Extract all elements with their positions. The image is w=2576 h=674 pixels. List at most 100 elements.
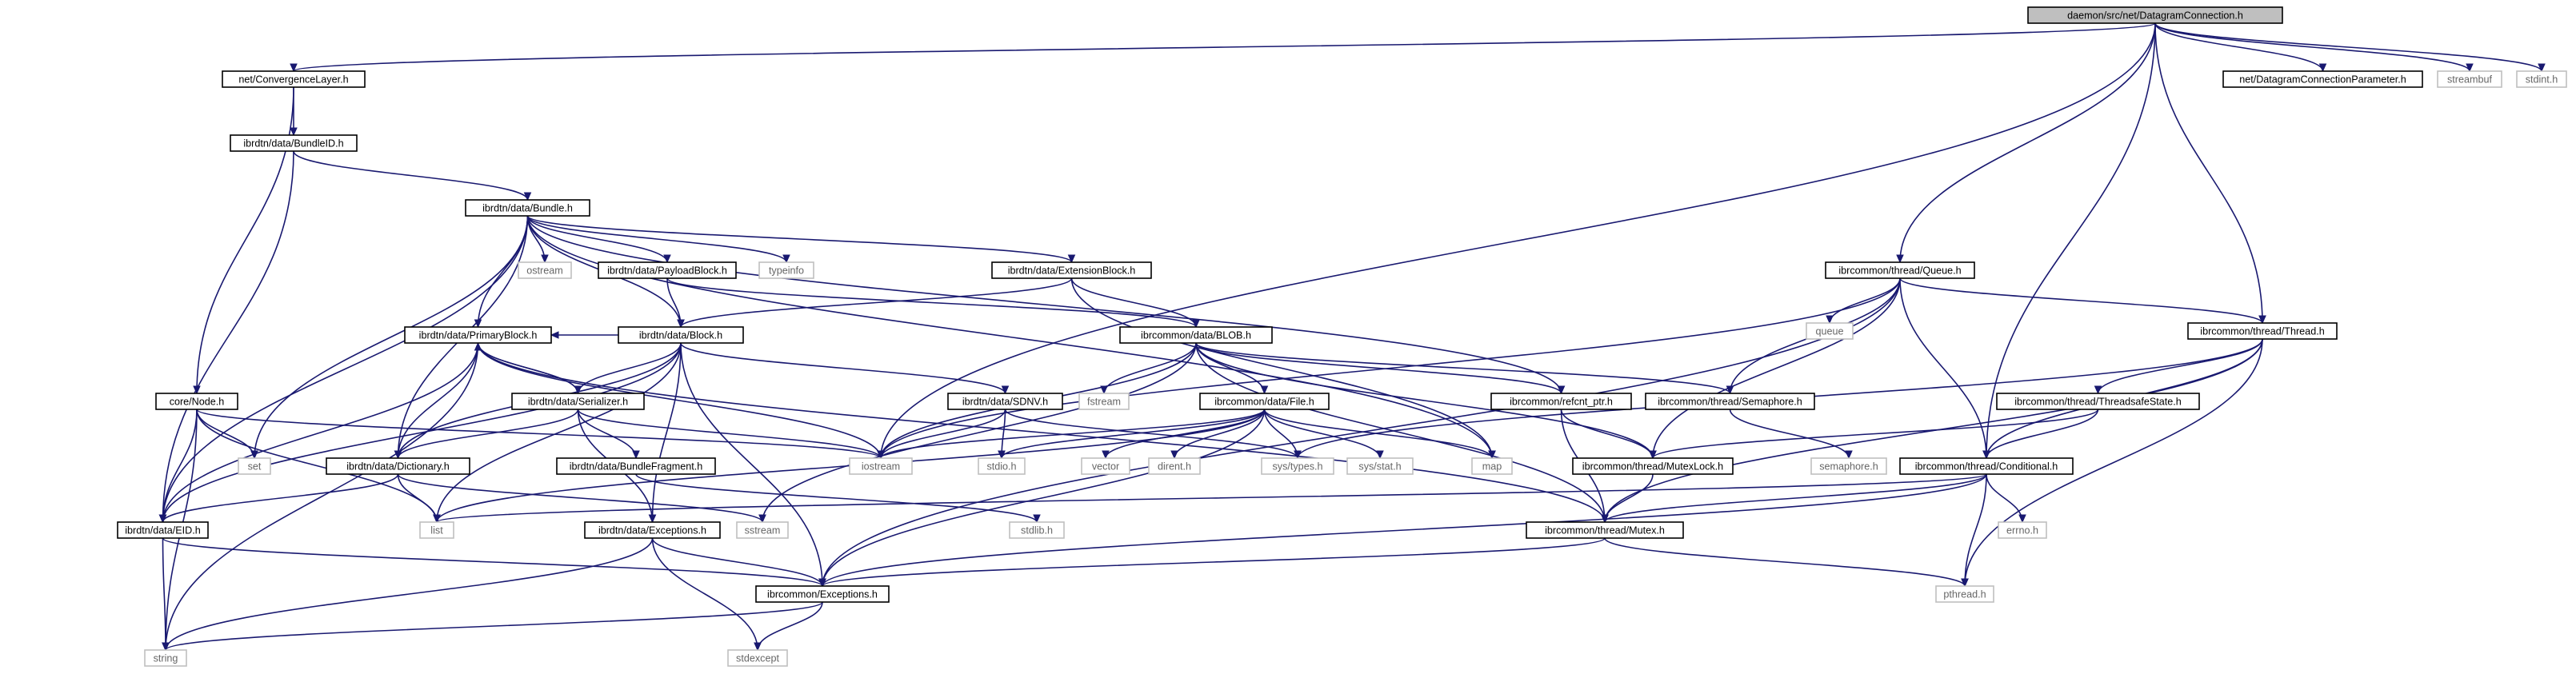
node-box-semaphore_h — [1645, 393, 1815, 410]
node-label-ibrcommonexc: ibrcommon/Exceptions.h — [767, 589, 878, 600]
graph-node-bundle[interactable]: ibrdtn/data/Bundle.h — [465, 199, 590, 217]
graph-node-thread[interactable]: ibrcommon/thread/Thread.h — [2187, 322, 2338, 340]
node-box-queue — [1806, 322, 1854, 340]
edge-extblock-to-blob — [1070, 277, 1197, 328]
graph-node-node[interactable]: core/Node.h — [155, 393, 238, 410]
node-label-refcnt: ibrcommon/refcnt_ptr.h — [1510, 397, 1613, 408]
graph-node-serializer[interactable]: ibrdtn/data/Serializer.h — [511, 393, 645, 410]
edge-arrowhead-serializer-to-dictionary — [394, 450, 402, 460]
node-box-vector — [1081, 457, 1130, 475]
node-label-sdnv: ibrdtn/data/SDNV.h — [962, 397, 1048, 408]
edge-arrowhead-block-to-primary — [550, 331, 559, 339]
graph-node-eid[interactable]: ibrdtn/data/EID.h — [117, 521, 209, 539]
edge-eid-to-ibrcommonexc — [162, 537, 823, 587]
edge-bundlefrag-to-stdlib — [635, 473, 1038, 523]
graph-node-bundleid[interactable]: ibrdtn/data/BundleID.h — [230, 134, 358, 152]
node-box-bundle — [465, 199, 590, 217]
graph-node-stdio: stdio.h — [978, 457, 1026, 475]
graph-node-convergence[interactable]: net/ConvergenceLayer.h — [222, 70, 366, 88]
graph-node-block[interactable]: ibrdtn/data/Block.h — [618, 326, 744, 344]
node-label-streambuf: streambuf — [2447, 74, 2492, 86]
graph-node-vector: vector — [1081, 457, 1130, 475]
graph-node-iostream: iostream — [849, 457, 913, 475]
edge-arrowhead-extblock-to-blob — [1192, 319, 1200, 329]
edge-tsstate-to-conditional — [1986, 409, 2099, 459]
edge-arrowhead-thread-to-systypes — [1294, 450, 1302, 460]
graph-node-stdexcept: stdexcept — [727, 649, 788, 667]
edge-arrowhead-ibrdtnexc-to-ibrcommonexc — [818, 578, 826, 588]
node-box-semaphore — [1810, 457, 1887, 475]
graph-node-refcnt[interactable]: ibrcommon/refcnt_ptr.h — [1490, 393, 1632, 410]
node-label-node: core/Node.h — [170, 397, 225, 408]
edge-arrowhead-tsstate-to-conditional — [1982, 450, 1990, 460]
edge-arrowhead-queue_h-to-queue — [1826, 315, 1834, 325]
node-box-ostream — [518, 261, 572, 279]
edge-arrowhead-conditional-to-errno — [2018, 514, 2026, 524]
edge-file-to-iostream — [880, 409, 1266, 459]
node-label-mutexlock: ibrcommon/thread/MutexLock.h — [1582, 461, 1723, 473]
graph-node-conditional[interactable]: ibrcommon/thread/Conditional.h — [1899, 457, 2074, 475]
graph-node-ibrcommonexc[interactable]: ibrcommon/Exceptions.h — [755, 585, 890, 603]
edge-arrowhead-bundle-to-typeinfo — [782, 254, 790, 264]
edge-semaphore_h-to-semaphore — [1729, 409, 1850, 459]
edge-primary-to-string — [165, 342, 479, 651]
graph-node-sstream: sstream — [736, 521, 789, 539]
graph-node-root[interactable]: daemon/src/net/DatagramConnection.h — [2027, 6, 2283, 24]
graph-node-dictionary[interactable]: ibrdtn/data/Dictionary.h — [326, 457, 470, 475]
graph-node-primary[interactable]: ibrdtn/data/PrimaryBlock.h — [404, 326, 552, 344]
node-label-ibrdtnexc: ibrdtn/data/Exceptions.h — [598, 525, 706, 536]
edge-node-to-eid — [162, 409, 198, 523]
node-label-set: set — [248, 461, 262, 473]
node-box-tsstate — [1996, 393, 2200, 410]
edge-arrowhead-node-to-set — [250, 450, 258, 460]
edge-ibrcommonexc-to-string — [165, 601, 823, 651]
node-label-tsstate: ibrcommon/thread/ThreadsafeState.h — [2014, 397, 2182, 408]
node-label-file: ibrcommon/data/File.h — [1214, 397, 1314, 408]
edge-bundle-to-payload — [526, 215, 668, 263]
graph-node-semaphore_h[interactable]: ibrcommon/thread/Semaphore.h — [1645, 393, 1815, 410]
edge-arrowhead-blob-to-refcnt — [1557, 385, 1566, 395]
edge-queue_h-to-iostream — [880, 277, 1901, 459]
node-label-queue_h: ibrcommon/thread/Queue.h — [1838, 265, 1961, 277]
edge-arrowhead-node-to-iostream — [877, 450, 885, 460]
graph-node-map: map — [1471, 457, 1513, 475]
edge-dictionary-to-eid — [162, 473, 399, 523]
edge-bundle-to-map — [526, 215, 1493, 459]
graph-node-extblock[interactable]: ibrdtn/data/ExtensionBlock.h — [991, 261, 1152, 279]
node-box-stdint — [2516, 70, 2567, 88]
node-box-block — [618, 326, 744, 344]
edge-arrowhead-file-to-vector — [1102, 450, 1110, 460]
graph-node-ibrdtnexc[interactable]: ibrdtn/data/Exceptions.h — [584, 521, 721, 539]
graph-node-dgcparam[interactable]: net/DatagramConnectionParameter.h — [2222, 70, 2423, 88]
node-label-extblock: ibrdtn/data/ExtensionBlock.h — [1008, 265, 1136, 277]
graph-node-sdnv[interactable]: ibrdtn/data/SDNV.h — [947, 393, 1063, 410]
node-box-dgcparam — [2222, 70, 2423, 88]
node-label-bundlefrag: ibrdtn/data/BundleFragment.h — [570, 461, 703, 473]
edge-block-to-serializer — [577, 342, 682, 394]
node-box-set — [238, 457, 271, 475]
graph-node-fstream: fstream — [1078, 393, 1130, 410]
edge-queue_h-to-conditional — [1899, 277, 1987, 459]
node-box-mutexlock — [1572, 457, 1734, 475]
graph-node-tsstate[interactable]: ibrcommon/thread/ThreadsafeState.h — [1996, 393, 2200, 410]
graph-node-payload[interactable]: ibrdtn/data/PayloadBlock.h — [598, 261, 737, 279]
graph-node-blob[interactable]: ibrcommon/data/BLOB.h — [1119, 326, 1273, 344]
graph-node-file[interactable]: ibrcommon/data/File.h — [1199, 393, 1330, 410]
edge-file-to-sysstat — [1263, 409, 1381, 459]
edge-sdnv-to-iostream — [880, 409, 1006, 459]
node-box-stdexcept — [727, 649, 788, 667]
graph-node-queue_h[interactable]: ibrcommon/thread/Queue.h — [1825, 261, 1975, 279]
edge-bundleid-to-eid — [162, 150, 294, 523]
node-label-stdio: stdio.h — [986, 461, 1016, 473]
edge-blob-to-semaphore_h — [1195, 342, 1731, 394]
edge-arrowhead-semaphore_h-to-semaphore — [1845, 450, 1853, 460]
node-box-iostream — [849, 457, 913, 475]
graph-node-bundlefrag[interactable]: ibrdtn/data/BundleFragment.h — [556, 457, 716, 475]
edge-serializer-to-bundlefrag — [577, 409, 637, 459]
edge-arrowhead-dictionary-to-sstream — [758, 514, 766, 524]
edge-payload-to-blob — [666, 277, 1197, 328]
graph-node-mutex[interactable]: ibrcommon/thread/Mutex.h — [1526, 521, 1684, 539]
node-label-dirent: dirent.h — [1158, 461, 1191, 473]
graph-node-mutexlock[interactable]: ibrcommon/thread/MutexLock.h — [1572, 457, 1734, 475]
edge-arrowhead-serializer-to-primary — [474, 341, 482, 351]
